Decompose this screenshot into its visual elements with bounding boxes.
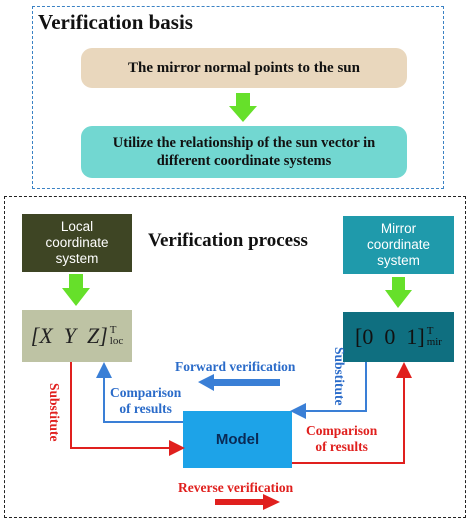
- substitute-left-arrow: [70, 362, 185, 456]
- substitute-right-label: Substitute: [332, 347, 347, 406]
- mirror-normal-text: The mirror normal points to the sun: [128, 59, 360, 76]
- model-label: Model: [215, 431, 260, 448]
- comparison-right-label: Comparison of results: [306, 423, 377, 454]
- sun-vector-text-line2: different coordinate systems: [156, 153, 332, 169]
- verification-process-frame: [4, 196, 466, 518]
- mirror-vector-body: [0 0 1]: [355, 324, 425, 349]
- green-down-arrow-mirror: [385, 277, 412, 308]
- comparison-left-label: Comparison of results: [110, 385, 181, 416]
- model-box: Model: [183, 411, 292, 468]
- mirror-vector-sup: T: [426, 325, 434, 337]
- green-down-arrow-local: [62, 274, 90, 306]
- mirror-box-line2: coordinate: [366, 236, 431, 252]
- mirror-normal-box: The mirror normal points to the sun: [81, 48, 407, 88]
- local-box-line2: coordinate: [45, 234, 109, 250]
- comparison-left-line1: Comparison: [110, 385, 182, 400]
- forward-verification-label: Forward verification: [175, 359, 296, 374]
- local-box-line3: system: [55, 251, 99, 267]
- local-box-line1: Local: [60, 218, 94, 234]
- comparison-right-line2: of results: [315, 438, 368, 454]
- substitute-right-arrow: [290, 362, 367, 419]
- green-down-arrow-basis: [229, 93, 257, 122]
- sun-vector-text-line1: Utilize the relationship of the sun vect…: [112, 134, 376, 151]
- reverse-verification-arrow: [215, 494, 280, 510]
- sun-vector-box: Utilize the relationship of the sun vect…: [81, 126, 407, 178]
- comparison-left-line2: of results: [119, 400, 172, 416]
- comparison-right-line1: Comparison: [306, 423, 378, 438]
- local-vector-sup: T: [109, 324, 117, 336]
- verification-basis-title: Verification basis: [38, 10, 193, 34]
- local-coordinate-system-box: Local coordinate system: [22, 214, 132, 272]
- local-vector-sub: loc: [109, 335, 124, 347]
- mirror-vector-box: [0 0 1] T mir: [343, 312, 454, 362]
- comparison-right-arrow: [292, 362, 412, 464]
- mirror-box-line3: system: [377, 253, 420, 269]
- mirror-vector-sub: mir: [426, 336, 442, 348]
- local-vector-box: [X Y Z] T loc: [22, 310, 132, 362]
- verification-basis-frame: [32, 6, 444, 189]
- reverse-verification-label: Reverse verification: [178, 480, 294, 495]
- verification-process-title: Verification process: [148, 230, 308, 251]
- mirror-box-line1: Mirror: [380, 220, 417, 236]
- comparison-left-arrow: [96, 362, 183, 423]
- forward-verification-arrow: [198, 374, 280, 391]
- local-vector-body: [X Y Z]: [30, 323, 108, 348]
- substitute-left-label: Substitute: [47, 383, 62, 442]
- mirror-coordinate-system-box: Mirror coordinate system: [343, 216, 454, 274]
